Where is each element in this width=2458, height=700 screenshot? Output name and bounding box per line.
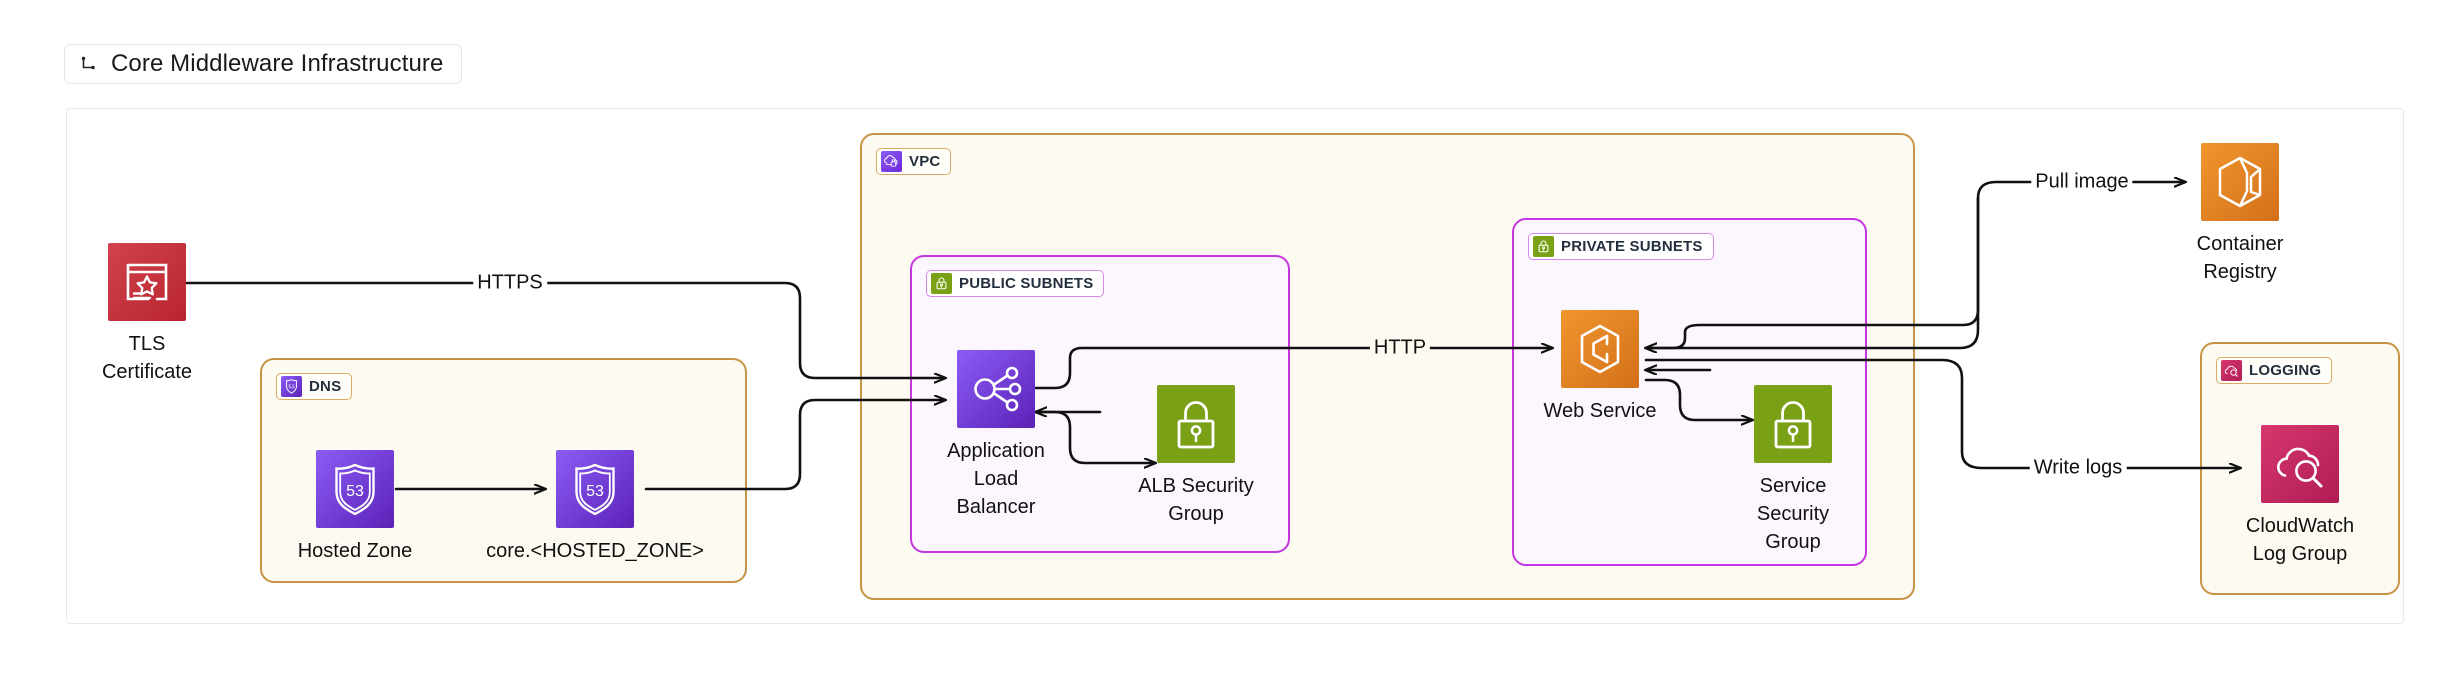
cluster-label-text: PUBLIC SUBNETS — [959, 275, 1094, 292]
svg-text:53: 53 — [586, 483, 604, 500]
ecr-cube-icon — [2201, 143, 2279, 221]
cluster-label-text: VPC — [909, 153, 941, 170]
elbow-connector-icon — [79, 54, 99, 74]
cluster-label-public-subnets: PUBLIC SUBNETS — [926, 270, 1105, 297]
node-hosted-zone[interactable]: 53 Hosted Zone — [275, 450, 435, 565]
node-label: CloudWatch Log Group — [2245, 515, 2355, 565]
cluster-label-text: DNS — [309, 378, 342, 395]
node-core-hosted-zone[interactable]: 53 core.<HOSTED_ZONE> — [480, 450, 710, 565]
node-label: Container Registry — [2196, 233, 2284, 283]
edge-label-pull-image: Pull image — [2031, 170, 2133, 194]
edge-label-https: HTTPS — [473, 271, 547, 295]
node-service-security-group[interactable]: Service Security Group — [1713, 385, 1873, 556]
svg-text:53: 53 — [346, 483, 364, 500]
node-container-registry[interactable]: Container Registry — [2160, 143, 2320, 286]
cluster-label-text: LOGGING — [2249, 362, 2322, 379]
node-alb-security-group[interactable]: ALB Security Group — [1116, 385, 1276, 528]
edge-label-write-logs: Write logs — [2029, 456, 2127, 480]
node-label: Hosted Zone — [297, 540, 413, 562]
lock-icon — [1157, 385, 1235, 463]
lock-icon — [1533, 236, 1554, 257]
route53-shield-icon: 53 — [316, 450, 394, 528]
node-label: Web Service — [1543, 400, 1657, 422]
cloudwatch-icon — [2221, 360, 2242, 381]
node-label: Application Load Balancer — [947, 440, 1045, 518]
node-cloudwatch-log-group[interactable]: CloudWatch Log Group — [2220, 425, 2380, 568]
load-balancer-icon — [957, 350, 1035, 428]
cluster-label-private-subnets: PRIVATE SUBNETS — [1528, 233, 1714, 260]
cluster-label-dns: 53 DNS — [276, 373, 353, 400]
certificate-icon — [108, 243, 186, 321]
node-web-service[interactable]: Web Service — [1520, 310, 1680, 425]
node-label: core.<HOSTED_ZONE> — [486, 540, 704, 562]
cluster-label-vpc: VPC — [876, 148, 952, 175]
vpc-icon — [881, 151, 902, 172]
page-title: Core Middleware Infrastructure — [111, 50, 444, 77]
node-label: TLS Certificate — [101, 333, 193, 383]
node-label: ALB Security Group — [1138, 475, 1254, 525]
svg-text:53: 53 — [288, 385, 294, 391]
edge-label-http: HTTP — [1369, 336, 1431, 360]
diagram-title-badge[interactable]: Core Middleware Infrastructure — [64, 44, 463, 84]
route53-shield-icon: 53 — [556, 450, 634, 528]
node-label: Service Security Group — [1756, 475, 1830, 553]
cloudwatch-icon — [2261, 425, 2339, 503]
lock-icon — [1754, 385, 1832, 463]
ecs-service-icon — [1561, 310, 1639, 388]
cluster-label-logging: LOGGING — [2216, 357, 2333, 384]
lock-icon — [931, 273, 952, 294]
cluster-label-text: PRIVATE SUBNETS — [1561, 238, 1703, 255]
node-application-load-balancer[interactable]: Application Load Balancer — [916, 350, 1076, 521]
route53-icon: 53 — [281, 376, 302, 397]
node-tls-certificate[interactable]: TLS Certificate — [67, 243, 227, 386]
